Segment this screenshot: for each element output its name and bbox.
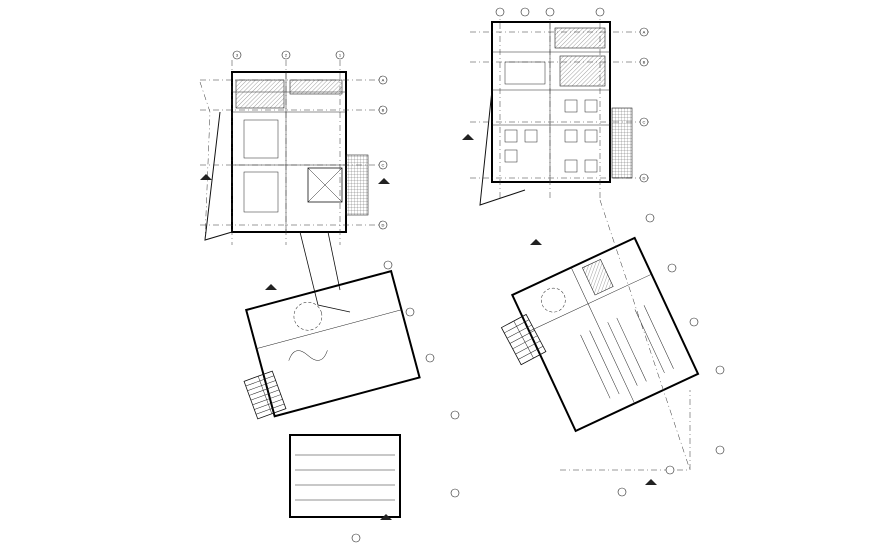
grid-bubble: C — [378, 160, 388, 170]
stair-right — [500, 313, 547, 366]
grid-bubble: 3 — [232, 50, 242, 60]
svg-text:3: 3 — [236, 53, 239, 58]
svg-text:A: A — [643, 30, 646, 35]
svg-text:D: D — [382, 223, 385, 228]
svg-text:1: 1 — [339, 53, 342, 58]
grid-bubble: A — [378, 75, 388, 85]
grid-bubble: B — [639, 57, 649, 67]
louver-panel — [611, 107, 633, 179]
grid-bubble: 2 — [281, 50, 291, 60]
section-marker-icon — [530, 239, 542, 245]
right-lower-block-wall — [510, 236, 700, 433]
grid-bubble: D — [639, 173, 649, 183]
section-marker-icon — [462, 134, 474, 140]
toilet-area — [289, 79, 343, 95]
grid-bubble: D — [378, 220, 388, 230]
desk-group — [243, 119, 279, 213]
grid-bubble — [520, 7, 530, 17]
service-area — [559, 55, 606, 87]
svg-text:A: A — [382, 78, 385, 83]
section-marker-icon — [645, 479, 657, 485]
grid-bubble — [495, 7, 505, 17]
grid-bubble: 1 — [335, 50, 345, 60]
service-area — [554, 27, 606, 49]
section-marker-icon — [265, 284, 277, 290]
svg-text:C: C — [382, 163, 385, 168]
circular-feature — [541, 287, 566, 313]
left-floor-plan: 3 2 1 A B C D — [199, 50, 460, 543]
grid-bubble: B — [378, 105, 388, 115]
stair-left — [243, 370, 287, 420]
left-bottom-hall — [289, 434, 401, 518]
svg-text:2: 2 — [285, 53, 288, 58]
grid-bubble — [595, 7, 605, 17]
section-marker-icon — [380, 514, 392, 520]
right-floor-plan: A B C D — [462, 7, 725, 497]
grid-bubble — [545, 7, 555, 17]
reception-desk — [504, 61, 546, 85]
circular-feature — [293, 301, 323, 331]
svg-text:B: B — [382, 108, 385, 113]
svg-text:D: D — [643, 176, 646, 181]
table-group — [504, 99, 598, 173]
louver-panel — [345, 154, 369, 216]
toilet-area — [235, 79, 285, 109]
section-marker-icon — [200, 174, 212, 180]
left-lower-block-wall — [244, 269, 421, 418]
seating-rows — [580, 305, 674, 399]
grid-bubble: C — [639, 117, 649, 127]
svg-text:C: C — [643, 120, 646, 125]
atrium-void — [307, 167, 343, 203]
right-upper-block-wall — [491, 21, 611, 183]
svg-text:B: B — [643, 60, 646, 65]
service-area — [581, 258, 614, 296]
section-marker-icon — [378, 178, 390, 184]
grid-bubble: A — [639, 27, 649, 37]
